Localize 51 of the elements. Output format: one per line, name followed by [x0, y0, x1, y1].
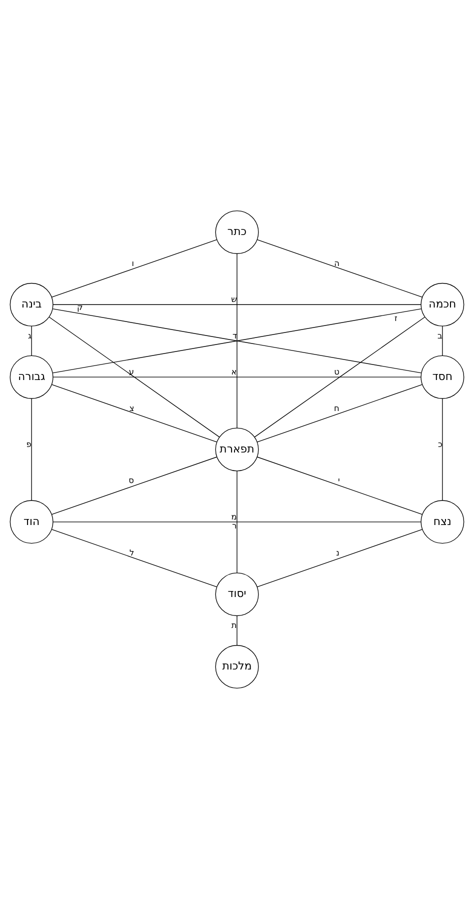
edge-label: ו	[132, 258, 134, 268]
connector	[442, 398, 443, 501]
edge-label: ק	[77, 302, 83, 312]
node-circle: בינה	[10, 282, 54, 326]
connector	[256, 384, 422, 442]
connector	[52, 304, 422, 305]
edge-label: פ	[26, 439, 32, 450]
edge-label: ט	[334, 366, 340, 376]
connector	[52, 308, 422, 374]
node-circle: חסד	[420, 355, 464, 399]
edge-label: ת	[231, 620, 237, 630]
connector	[236, 616, 238, 646]
edge-label: ז	[394, 312, 398, 323]
edge-label: ל	[130, 548, 134, 558]
connector	[51, 239, 218, 298]
connector	[254, 316, 426, 438]
edge-label: ג	[28, 330, 32, 340]
connector	[31, 398, 32, 501]
edge-label: ח	[334, 402, 340, 413]
node-circle: נצח	[420, 500, 464, 544]
connector	[52, 529, 218, 588]
connector	[236, 253, 238, 428]
connector	[256, 529, 422, 588]
connector	[51, 456, 218, 515]
edge-label: ה	[334, 258, 340, 268]
node-circle: מלכות	[215, 645, 259, 689]
node-circle: חכמה	[420, 282, 464, 326]
node-circle: גבורה	[10, 355, 54, 399]
connector	[256, 456, 423, 515]
node-circle: כתר	[215, 210, 259, 254]
edge-label: ס	[128, 475, 134, 486]
edge-label: א	[231, 366, 237, 377]
connector	[442, 326, 443, 356]
edge-label: צ	[129, 402, 134, 413]
connector	[31, 326, 32, 356]
connector	[256, 239, 423, 298]
node-circle: יסוד	[215, 572, 259, 616]
edge-label: י	[338, 475, 340, 486]
edge-label: ע	[128, 366, 134, 376]
edge-label: כ	[438, 439, 442, 450]
edge-label: ב	[438, 330, 442, 340]
edge-label: ש	[231, 294, 237, 304]
connector	[236, 470, 238, 574]
connector	[52, 384, 218, 442]
node-circle: תפארת	[215, 428, 259, 472]
edge-label: נ	[336, 548, 340, 558]
edge-label: מ	[231, 511, 237, 522]
connector	[52, 376, 422, 378]
connector	[48, 316, 220, 438]
node-circle: הוד	[10, 500, 54, 544]
edge-label: ר	[232, 520, 237, 531]
